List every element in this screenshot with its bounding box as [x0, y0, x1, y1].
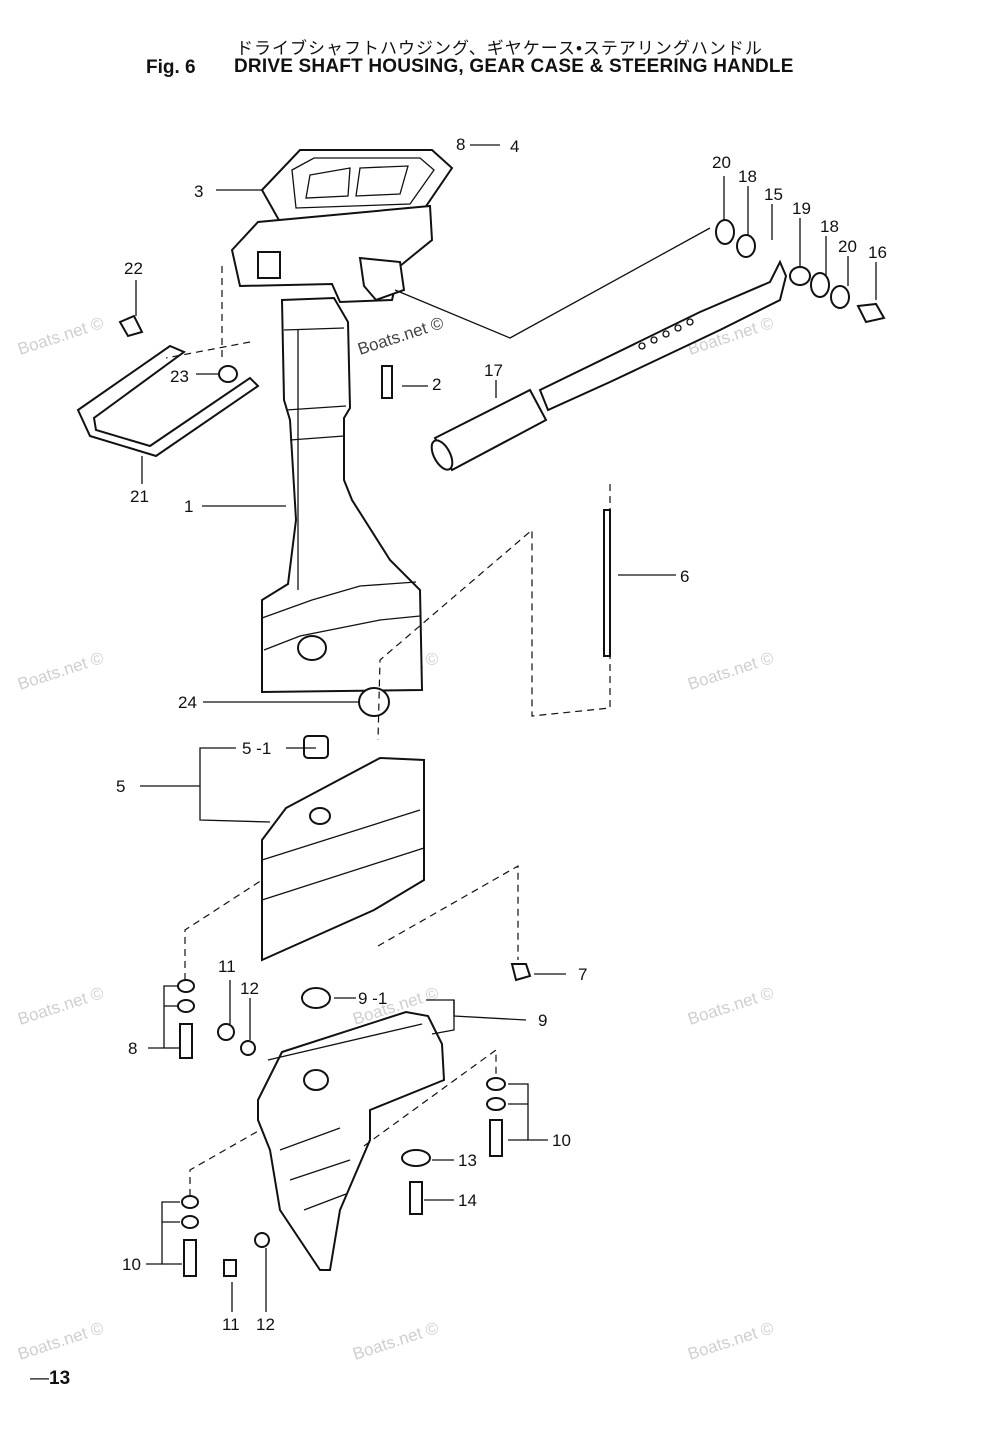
callout-2: 2 — [432, 375, 441, 394]
callout-11a: 11 — [218, 957, 236, 976]
watermark: Boats.net © — [355, 313, 446, 359]
callout-9: 9 — [538, 1011, 547, 1030]
callout-20b: 20 — [838, 237, 857, 256]
callout-5-1: 5 -1 — [242, 739, 271, 758]
callout-15: 15 — [764, 185, 783, 204]
page-number: 13 — [30, 1368, 70, 1390]
steering-handle-drawing — [430, 259, 788, 472]
watermark: Boats.net © — [350, 1318, 441, 1364]
callout-5: 5 — [116, 777, 125, 796]
gear-case-hardware-drawing — [177, 509, 611, 1277]
alignment-lines — [165, 266, 611, 1196]
watermark: Boats.net © — [15, 313, 106, 359]
callout-7: 7 — [578, 965, 587, 984]
watermark: Boats.net © — [685, 1318, 776, 1364]
callout-10a: 10 — [552, 1131, 571, 1150]
bracket-drawing — [76, 344, 260, 458]
callout-19: 19 — [792, 199, 811, 218]
lower-gear-case-drawing — [257, 987, 446, 1271]
callout-24: 24 — [178, 693, 197, 712]
handle-hardware-drawing — [118, 219, 886, 399]
callout-21: 21 — [130, 487, 149, 506]
callout-18a: 18 — [738, 167, 757, 186]
callout-17: 17 — [484, 361, 503, 380]
callout-16: 16 — [868, 243, 887, 262]
callout-6: 6 — [680, 567, 689, 586]
callout-1: 1 — [184, 497, 193, 516]
callout-10b: 10 — [122, 1255, 141, 1274]
callout-11b: 11 — [222, 1315, 240, 1334]
callout-12b: 12 — [256, 1315, 275, 1334]
callout-14: 14 — [458, 1191, 477, 1210]
upper-gear-case-drawing — [261, 735, 425, 962]
callout-13: 13 — [458, 1151, 477, 1170]
callout-8: 8 — [128, 1039, 137, 1058]
english-title: DRIVE SHAFT HOUSING, GEAR CASE & STEERIN… — [234, 56, 794, 77]
watermark: Boats.net © — [685, 983, 776, 1029]
leader-lines — [135, 144, 877, 1312]
watermark: Boats.net © — [15, 648, 106, 694]
callout-22: 22 — [124, 259, 143, 278]
callout-9-1: 9 -1 — [358, 989, 387, 1008]
callout-labels: 3 8 4 20 18 15 19 18 20 16 22 17 23 2 21… — [116, 135, 887, 1334]
watermark: Boats.net © — [685, 648, 776, 694]
figure-label: Fig. 6 — [146, 57, 196, 78]
watermark: Boats.net © — [15, 983, 106, 1029]
plug-drawing — [358, 687, 390, 717]
drive-shaft-housing-drawing — [230, 204, 434, 694]
callout-4: 4 — [510, 137, 519, 156]
callout-12a: 12 — [240, 979, 259, 998]
watermark: Boats.net © — [15, 1318, 106, 1364]
callout-3: 3 — [194, 182, 203, 201]
callout-4-marker: 8 — [456, 135, 465, 154]
callout-18b: 18 — [820, 217, 839, 236]
japanese-title: ドライブシャフトハウジング、ギヤケース•ステアリングハンドル — [236, 39, 763, 58]
callout-23: 23 — [170, 367, 189, 386]
callout-20a: 20 — [712, 153, 731, 172]
